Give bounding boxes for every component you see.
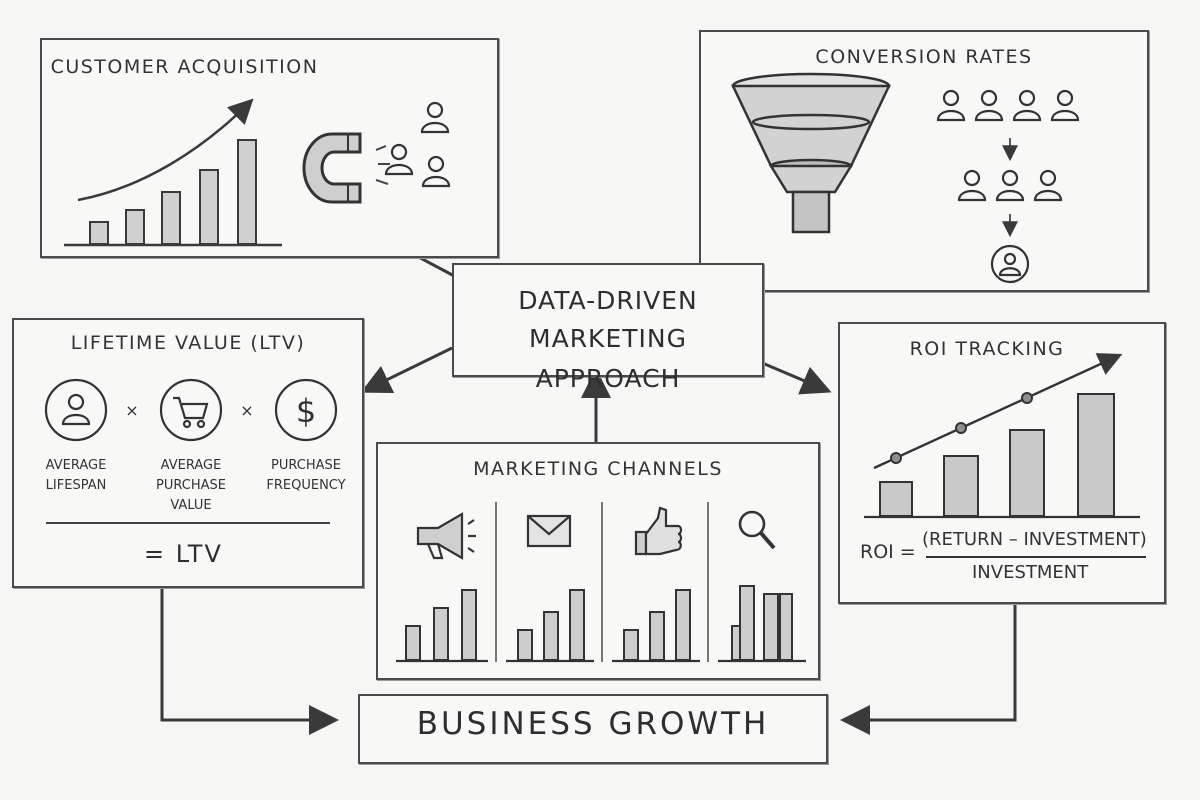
roi-formula-numerator: (RETURN – INVESTMENT) — [922, 529, 1147, 550]
person-icon — [936, 89, 966, 122]
roi-tracking-title: ROI TRACKING — [909, 338, 1065, 360]
megaphone-icon — [416, 512, 476, 560]
thumbs-up-icon — [634, 506, 683, 556]
business-growth-title: BUSINESS GROWTH — [416, 706, 770, 742]
person-icon — [1012, 89, 1042, 122]
person-icon — [1050, 89, 1080, 122]
person-icon — [421, 155, 451, 188]
shopping-cart-icon — [173, 396, 209, 429]
growth-bar — [125, 209, 145, 245]
ltv-result: = LTV — [144, 540, 223, 568]
multiply-operator: × — [125, 401, 138, 420]
ltv-factor-label-purchase-value: AVERAGE PURCHASE VALUE — [156, 458, 226, 513]
envelope-icon — [526, 514, 572, 548]
customer-acquisition-panel: CUSTOMER ACQUISITION — [40, 38, 499, 258]
channel-bar — [433, 607, 449, 661]
channel-bar — [763, 593, 779, 661]
roi-chart — [864, 353, 1140, 519]
business-growth-box: BUSINESS GROWTH — [358, 694, 828, 764]
channel-bar — [739, 585, 755, 661]
funnel-icon — [731, 72, 891, 234]
roi-bar — [943, 455, 979, 517]
roi-point — [890, 452, 902, 464]
center-title-line2: MARKETING APPROACH — [529, 324, 687, 393]
multiply-operator: × — [240, 401, 253, 420]
channel-bar — [623, 629, 639, 661]
roi-point — [1021, 392, 1033, 404]
roi-tracking-panel: ROI TRACKING ROI = (RETURN – INVESTMENT)… — [838, 322, 1166, 604]
roi-formula-lhs: ROI = — [860, 541, 916, 563]
person-icon — [1033, 169, 1063, 202]
roi-trend-arrow-icon — [873, 353, 1123, 470]
roi-bar — [879, 481, 913, 517]
marketing-channels-panel: MARKETING CHANNELS — [376, 442, 820, 680]
roi-fraction-bar — [926, 556, 1146, 558]
dollar-icon: $ — [296, 392, 316, 430]
lifetime-value-panel: LIFETIME VALUE (LTV) $ × × AVERAGE LIFES… — [12, 318, 364, 588]
channel-bar — [405, 625, 421, 661]
growth-bar — [89, 221, 109, 245]
person-icon — [384, 143, 414, 176]
channel-bar — [517, 629, 533, 661]
arrow-to-lifetime-value — [360, 346, 453, 393]
person-icon — [974, 89, 1004, 122]
conversion-rates-panel: CONVERSION RATES — [699, 30, 1149, 292]
ltv-divider — [46, 522, 330, 524]
marketing-channels-title: MARKETING CHANNELS — [473, 458, 723, 480]
channel-bar — [779, 593, 793, 661]
channel-bar — [675, 589, 691, 661]
roi-point — [955, 422, 967, 434]
lifetime-value-title: LIFETIME VALUE (LTV) — [70, 332, 306, 354]
channel-charts — [396, 502, 806, 663]
conversion-funnel-illustration — [731, 72, 1080, 284]
magnifier-icon — [738, 510, 776, 550]
channel-bar — [461, 589, 477, 661]
growth-bar — [199, 169, 219, 245]
customer-acquisition-title: CUSTOMER ACQUISITION — [50, 56, 319, 78]
data-driven-marketing-box: DATA-DRIVEN MARKETING APPROACH — [452, 263, 764, 393]
magnet-icon — [302, 132, 362, 204]
converted-customer-icon — [990, 244, 1030, 284]
person-icon — [61, 393, 91, 426]
ltv-factor-icons: $ × × — [44, 378, 338, 442]
roi-bar — [1009, 429, 1045, 517]
conversion-rates-title: CONVERSION RATES — [815, 46, 1033, 68]
trend-arrow-icon — [77, 98, 254, 202]
person-icon — [957, 169, 987, 202]
roi-formula-denominator: INVESTMENT — [972, 562, 1089, 583]
growth-bar — [161, 191, 181, 245]
person-icon — [420, 101, 450, 134]
channel-bar — [543, 611, 559, 661]
center-title-line1: DATA-DRIVEN — [518, 286, 698, 315]
channel-bar — [569, 589, 585, 661]
growth-bar — [237, 139, 257, 245]
arrow-roi-to-growth — [840, 602, 1017, 735]
arrow-to-roi-tracking — [759, 360, 832, 395]
customer-acquisition-illustration — [64, 98, 451, 247]
person-icon — [995, 169, 1025, 202]
ltv-factor-label-lifespan: AVERAGE LIFESPAN — [45, 458, 107, 493]
ltv-factor-label-frequency: PURCHASE FREQUENCY — [266, 458, 346, 493]
channel-bar — [649, 611, 665, 661]
roi-bar — [1077, 393, 1115, 517]
arrow-ltv-to-growth — [160, 586, 339, 735]
